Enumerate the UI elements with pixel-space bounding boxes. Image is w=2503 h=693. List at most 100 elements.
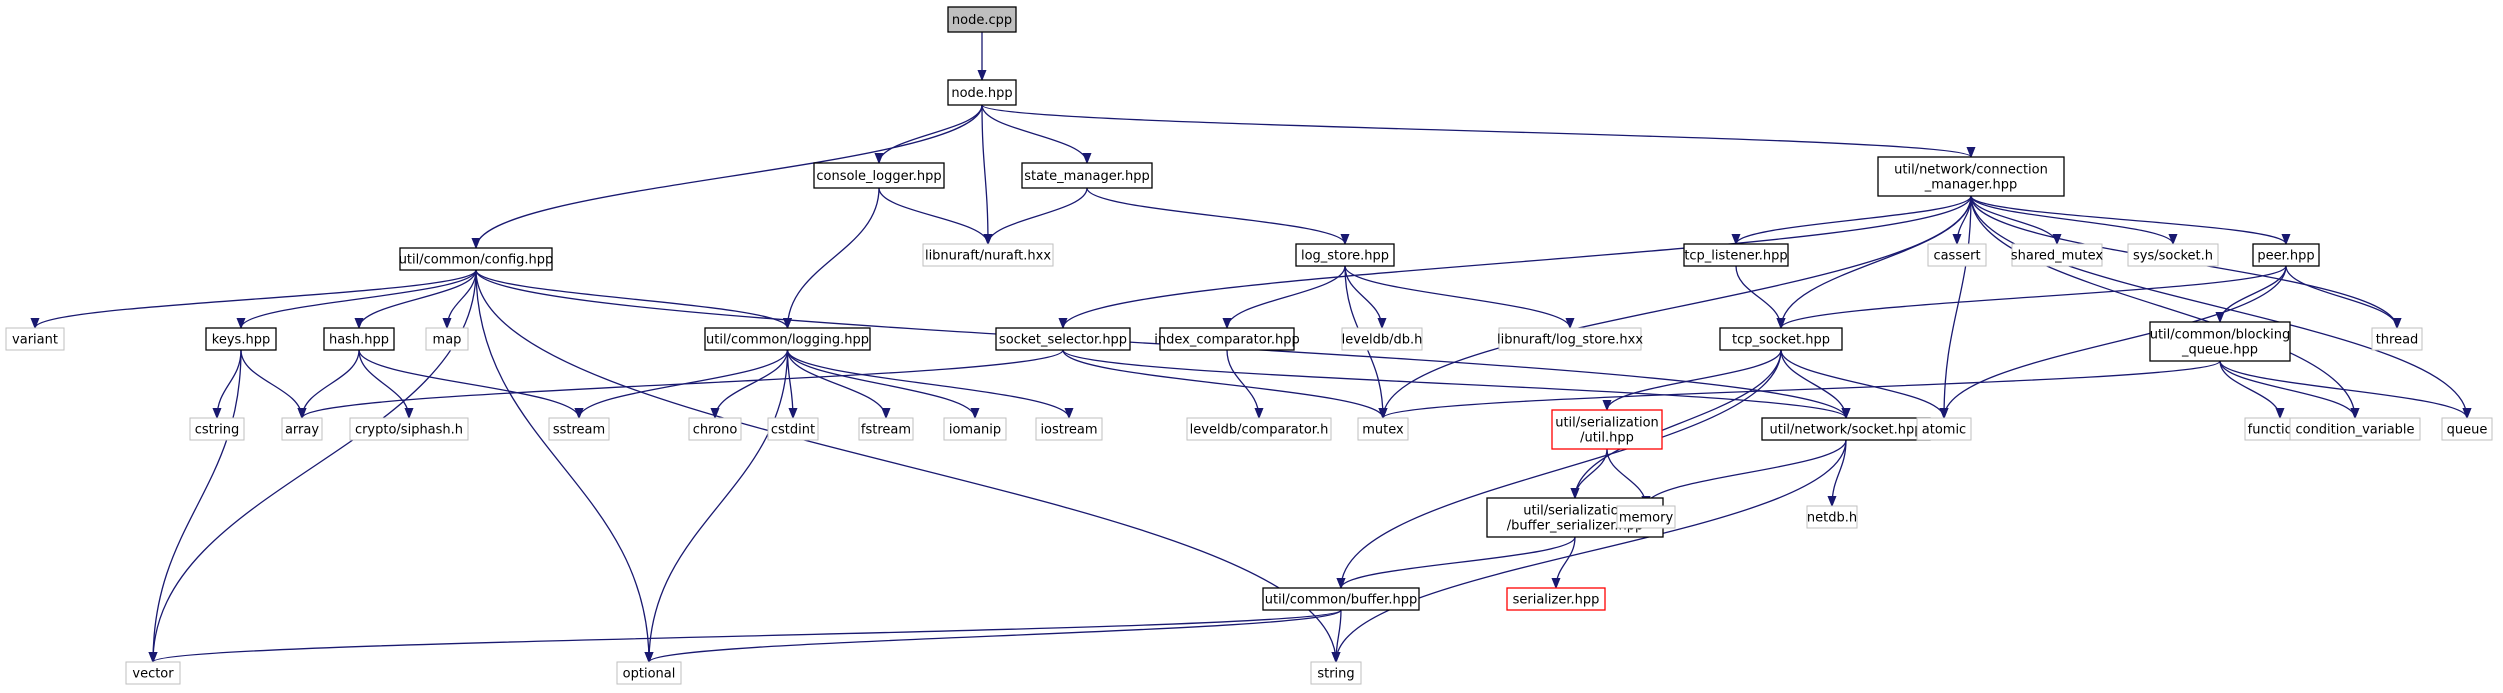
node-label: cassert xyxy=(1933,249,1980,264)
node-box xyxy=(1310,661,1362,685)
node-network-socket[interactable]: util/network/socket.hpp xyxy=(1761,417,1931,441)
node-label: atomic xyxy=(1922,423,1966,438)
node-console-logger[interactable]: console_logger.hpp xyxy=(813,162,945,189)
edge-blocking_queue-to-condition_variable xyxy=(2219,360,2355,419)
edge-tcp_socket-to-atomic xyxy=(1780,349,1944,419)
node-box xyxy=(2011,243,2103,267)
node-box xyxy=(425,327,469,351)
node-label: peer.hpp xyxy=(2257,249,2314,264)
node-nuraft-log-store: libnuraft/log_store.hxx xyxy=(1497,327,1643,351)
edge-hash-to-siphash xyxy=(358,349,409,418)
node-label: fstream xyxy=(861,423,911,438)
edge-hash-to-sstream xyxy=(358,349,579,419)
edge-console_logger-to-nuraft xyxy=(878,187,988,245)
edge-node_hpp-to-config xyxy=(476,104,983,248)
edge-buffer_serializer-to-buffer xyxy=(1341,536,1576,589)
node-node-hpp[interactable]: node.hpp xyxy=(947,79,1017,106)
edge-logging-to-sstream xyxy=(579,349,789,419)
node-label: hash.hpp xyxy=(329,333,389,348)
node-label: libnuraft/nuraft.hxx xyxy=(925,249,1051,264)
node-box xyxy=(2441,417,2493,441)
node-label: util/common/blocking xyxy=(2150,328,2291,343)
node-box xyxy=(2252,243,2320,267)
node-fstream: fstream xyxy=(858,417,914,441)
node-map: map xyxy=(425,327,469,351)
edge-network_socket-to-string xyxy=(1336,439,1847,662)
node-state-manager[interactable]: state_manager.hpp xyxy=(1021,162,1153,189)
node-log-store[interactable]: log_store.hpp xyxy=(1295,243,1395,267)
node-label: string xyxy=(1317,667,1354,682)
edge-buffer-to-optional xyxy=(649,609,1342,663)
edge-log_store-to-index_comparator xyxy=(1227,265,1346,329)
node-label: queue xyxy=(2447,423,2488,438)
node-label: /buffer_serializer.hpp xyxy=(1507,519,1643,534)
edge-connection_manager-to-condition_variable xyxy=(1970,195,2355,418)
edge-keys-to-vector xyxy=(153,349,242,662)
node-label: iomanip xyxy=(949,423,1001,438)
node-label: log_store.hpp xyxy=(1301,249,1389,264)
node-box xyxy=(1927,243,1987,267)
node-node-cpp[interactable]: node.cpp xyxy=(947,6,1017,33)
edge-buffer-to-string xyxy=(1336,609,1342,662)
node-connection-manager[interactable]: util/network/connection_manager.hpp xyxy=(1877,156,2065,197)
node-label: thread xyxy=(2376,333,2419,348)
node-box xyxy=(281,417,323,441)
node-iomanip: iomanip xyxy=(943,417,1007,441)
edge-keys-to-array xyxy=(240,349,302,419)
node-buffer[interactable]: util/common/buffer.hpp xyxy=(1262,587,1420,611)
node-box xyxy=(399,247,553,271)
node-label: util/network/socket.hpp xyxy=(1769,423,1922,438)
edge-peer-to-thread xyxy=(2285,265,2397,329)
node-array: array xyxy=(281,417,323,441)
node-label: util/common/logging.hpp xyxy=(706,333,869,348)
node-label: map xyxy=(433,333,462,348)
edge-tcp_socket-to-buffer_serializer xyxy=(1575,349,1782,498)
node-box xyxy=(813,162,945,189)
node-box xyxy=(1186,417,1332,441)
node-iostream: iostream xyxy=(1035,417,1103,441)
node-label: cstring xyxy=(195,423,239,438)
edge-node_hpp-to-nuraft xyxy=(981,104,988,244)
node-label: /util.hpp xyxy=(1580,431,1634,446)
node-string: string xyxy=(1310,661,1362,685)
node-box xyxy=(349,417,469,441)
node-label: vector xyxy=(132,667,174,682)
node-box xyxy=(1357,417,1409,441)
node-queue: queue xyxy=(2441,417,2493,441)
node-hash[interactable]: hash.hpp xyxy=(323,327,395,351)
node-label: sys/socket.h xyxy=(2133,249,2213,264)
edge-config-to-hash xyxy=(359,269,477,329)
node-box xyxy=(1295,243,1395,267)
node-box xyxy=(1683,243,1789,267)
node-box xyxy=(1021,162,1153,189)
node-label: leveldb/comparator.h xyxy=(1190,423,1329,438)
edge-node_hpp-to-connection_manager xyxy=(981,104,1971,158)
node-socket-selector[interactable]: socket_selector.hpp xyxy=(995,327,1131,351)
node-box xyxy=(767,417,819,441)
node-peer[interactable]: peer.hpp xyxy=(2252,243,2320,267)
node-logging[interactable]: util/common/logging.hpp xyxy=(704,327,871,351)
node-tcp-socket[interactable]: tcp_socket.hpp xyxy=(1719,327,1843,351)
node-cstdint: cstdint xyxy=(767,417,819,441)
node-blocking-queue[interactable]: util/common/blocking_queue.hpp xyxy=(2149,321,2291,362)
node-keys[interactable]: keys.hpp xyxy=(205,327,277,351)
node-box xyxy=(616,661,682,685)
node-serializer[interactable]: serializer.hpp xyxy=(1506,587,1606,611)
node-label: state_manager.hpp xyxy=(1024,169,1150,184)
node-config[interactable]: util/common/config.hpp xyxy=(399,247,554,271)
node-box xyxy=(947,6,1017,33)
edge-logging-to-iomanip xyxy=(786,349,976,419)
edge-config-to-keys xyxy=(241,269,477,329)
node-index-comparator[interactable]: index_comparator.hpp xyxy=(1154,327,1300,351)
edge-connection_manager-to-sys_socket xyxy=(1970,195,2173,245)
node-box xyxy=(1506,587,1606,611)
node-label: console_logger.hpp xyxy=(816,169,941,184)
edge-connection_manager-to-tcp_socket xyxy=(1781,195,1972,328)
node-cassert: cassert xyxy=(1927,243,1987,267)
node-box xyxy=(323,327,395,351)
node-netdb: netdb.h xyxy=(1806,505,1858,529)
node-serialization-util[interactable]: util/serialization/util.hpp xyxy=(1551,409,1663,450)
node-box xyxy=(1341,327,1423,351)
node-tcp-listener[interactable]: tcp_listener.hpp xyxy=(1683,243,1789,267)
